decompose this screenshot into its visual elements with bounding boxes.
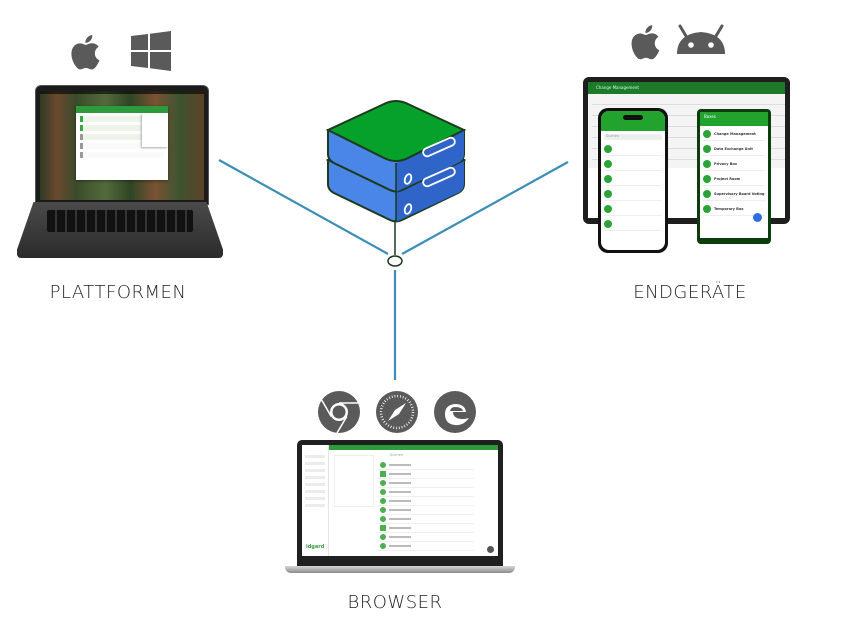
item-label: Privacy Box [714, 162, 738, 166]
tablet-appbar: Change Management [588, 82, 785, 94]
list-item[interactable]: Project Room [703, 173, 765, 186]
keyboard [47, 210, 193, 232]
label-browser: BROWSER [347, 592, 443, 613]
help-button[interactable] [487, 546, 494, 553]
chrome-icon [318, 391, 360, 434]
android-appbar: Boxes [700, 112, 768, 126]
appbar-title: Boxes [704, 114, 716, 119]
label-devices: ENDGERÄTE [633, 282, 747, 303]
windows-icon [131, 31, 171, 71]
search-input[interactable]: Suchen [604, 134, 662, 140]
sidebar: idgard [302, 445, 329, 556]
search-input[interactable]: Suchen [390, 453, 403, 457]
list-item[interactable]: Privacy Box [703, 158, 765, 171]
edge-icon [434, 391, 476, 433]
edge-devices [401, 161, 569, 255]
browser-laptop-device: idgard Suchen [285, 440, 515, 575]
list-item[interactable]: Change Management [703, 128, 765, 141]
list-item[interactable]: Temporary Box [703, 203, 765, 216]
edge-platforms [218, 159, 389, 255]
item-label: Data Exchange Unit [714, 147, 753, 151]
android-phone-device: Boxes Change Management Data Exchange Un… [697, 109, 771, 244]
list-item[interactable]: Supervisory Board Voting [703, 188, 765, 201]
browser-screen: idgard Suchen [302, 445, 498, 556]
laptop-device [15, 85, 225, 260]
junction-node [387, 255, 403, 267]
safari-icon [376, 391, 418, 433]
iphone-device: Suchen [598, 108, 668, 253]
item-label: Change Management [714, 132, 756, 136]
apple-icon [71, 35, 100, 70]
android-icon [677, 24, 725, 54]
list-item[interactable]: Data Exchange Unit [703, 143, 765, 156]
idgard-logo: idgard [306, 544, 325, 550]
apple-icon [631, 25, 660, 60]
fab-button[interactable] [753, 213, 762, 222]
laptop-screen [40, 91, 204, 200]
item-label: Supervisory Board Voting [714, 192, 765, 196]
label-platforms: PLATTFORMEN [49, 282, 187, 303]
item-label: Temporary Box [714, 207, 744, 211]
app-window [76, 106, 168, 180]
server-stack-icon [325, 100, 467, 223]
item-label: Project Room [714, 177, 741, 181]
